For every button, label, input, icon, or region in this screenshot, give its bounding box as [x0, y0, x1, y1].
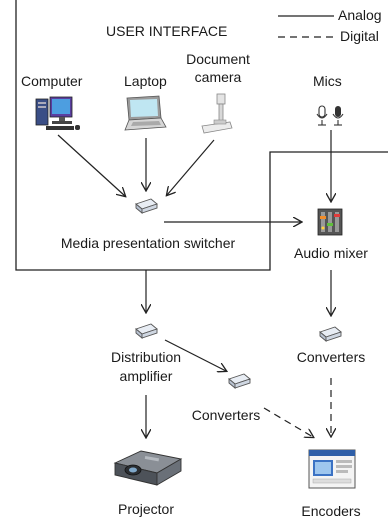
projector-icon — [113, 450, 183, 486]
arrow-camera-to-switcher — [167, 139, 215, 195]
arrow-distribution-to-converters — [164, 339, 226, 371]
mics-label: Mics — [313, 73, 342, 89]
document-camera-label-line1: Document — [186, 51, 250, 67]
converters-right-label: Converters — [296, 349, 366, 365]
converters-middle-label: Converters — [191, 407, 261, 423]
user-interface-title: USER INTERFACE — [106, 23, 228, 39]
desktop-computer-icon — [35, 96, 80, 130]
document-camera-icon — [201, 93, 233, 134]
legend-analog-label: Analog — [338, 7, 382, 23]
distribution-box-icon — [135, 323, 158, 339]
distribution-label-line1: Distribution — [110, 349, 182, 365]
distribution-label-line2: amplifier — [119, 368, 173, 384]
arrow-converters-to-encoders-dashed — [263, 407, 313, 437]
document-camera-label-line2: camera — [194, 69, 242, 85]
audio-mixer-label: Audio mixer — [294, 245, 368, 261]
converter-box-icon-right — [319, 326, 342, 342]
encoder-screen-icon — [308, 449, 356, 489]
switcher-box-icon — [135, 198, 158, 214]
user-interface-boundary — [15, 0, 388, 271]
switcher-label: Media presentation switcher — [60, 235, 236, 251]
legend-digital-label: Digital — [340, 28, 379, 44]
converter-box-icon-middle — [228, 373, 251, 389]
arrow-computer-to-switcher — [57, 134, 125, 196]
microphones-icon — [316, 105, 344, 126]
computer-label: Computer — [21, 73, 83, 89]
mixer-icon — [317, 208, 343, 236]
laptop-label: Laptop — [124, 73, 167, 89]
projector-label: Projector — [117, 501, 175, 517]
encoders-label: Encoders — [301, 503, 361, 519]
laptop-icon — [124, 95, 167, 131]
